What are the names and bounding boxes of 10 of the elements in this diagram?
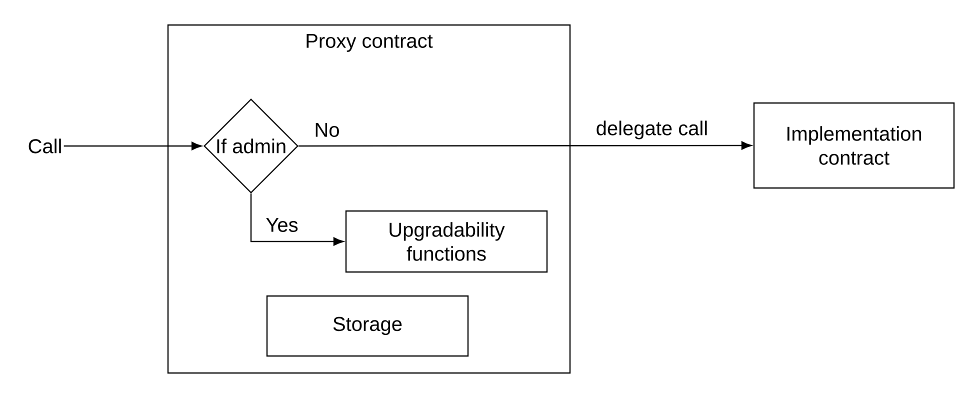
process-box: Implementation contract <box>753 102 955 189</box>
arrow <box>250 194 344 246</box>
edge-label: delegate call <box>594 119 710 141</box>
arrow <box>298 141 752 150</box>
process-box: Storage <box>266 295 469 357</box>
branch-label: No <box>312 122 342 138</box>
edge-label: Yes <box>264 216 300 234</box>
call-label: Call <box>28 138 61 154</box>
arrow <box>64 142 202 150</box>
process-box: Upgradability functions <box>345 210 548 273</box>
